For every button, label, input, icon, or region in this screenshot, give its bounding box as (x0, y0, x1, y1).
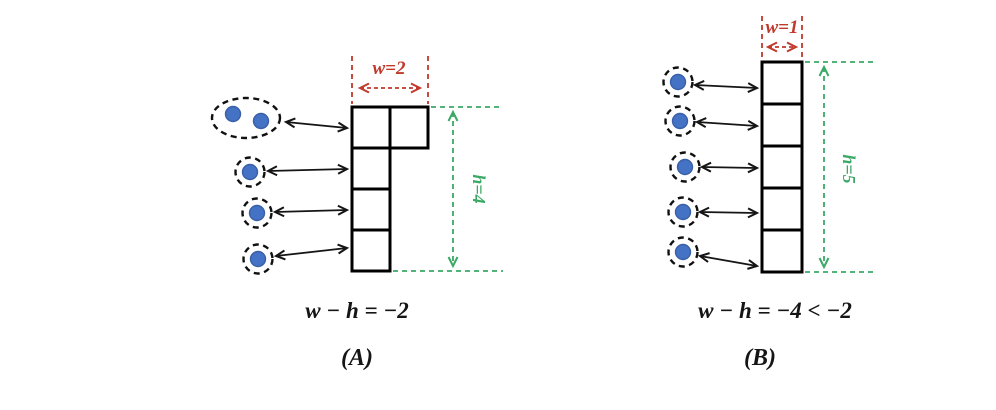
block-cell (760, 144, 804, 190)
mapping-arrow (272, 204, 350, 218)
caption-b: (B) (744, 345, 776, 371)
mapping-arrow (273, 243, 350, 261)
dot-group-circle (667, 196, 699, 228)
width-label-b: w=1 (766, 17, 799, 38)
dot-group (662, 66, 694, 98)
mapping-arrow (697, 206, 760, 219)
mapping-arrow (697, 252, 760, 270)
block-cell (760, 102, 804, 148)
block-cell (350, 105, 392, 150)
mapping-arrow (265, 163, 350, 177)
blue-dot (669, 73, 687, 91)
dot-group (669, 151, 701, 183)
blue-dot (241, 163, 259, 181)
panel-b: w=1 h=5 (662, 16, 876, 371)
dot-group (664, 105, 696, 137)
equation-a: w − h = −2 (305, 298, 409, 323)
dot-group-circle (241, 197, 273, 229)
dot-group (210, 96, 282, 140)
dot-group (234, 156, 266, 188)
mapping-arrow (283, 117, 350, 133)
panel-b-blocks (760, 60, 804, 274)
dot-group-circle (662, 66, 694, 98)
panel-b-dot-groups (662, 66, 701, 268)
dot-group (667, 196, 699, 228)
blue-dot (671, 112, 689, 130)
dot-group-circle (664, 105, 696, 137)
blue-dot (252, 112, 270, 130)
panel-a-width-dimension: w=2 (351, 56, 429, 104)
block-cell (760, 60, 804, 106)
block-cell (350, 146, 392, 191)
caption-a: (A) (341, 345, 373, 371)
blue-dot (248, 204, 266, 222)
width-label-a: w=2 (373, 58, 406, 79)
blue-dot (676, 158, 694, 176)
height-label-a: h=4 (469, 174, 489, 203)
blue-dot (249, 250, 267, 268)
blue-dot (224, 105, 242, 123)
blue-dot (674, 243, 692, 261)
block-cell (760, 186, 804, 232)
dot-group-circle (234, 156, 266, 188)
panel-a-arrows (265, 117, 350, 261)
dot-group (667, 236, 699, 268)
block-cell (350, 228, 392, 273)
panel-b-height-dimension: h=5 (805, 61, 876, 273)
dot-group (241, 197, 273, 229)
mapping-arrow (692, 80, 760, 93)
dot-group-circle (669, 151, 701, 183)
equation-b: w − h = −4 < −2 (698, 298, 852, 323)
height-label-b: h=5 (839, 154, 859, 183)
panel-b-arrows (692, 80, 760, 270)
mapping-arrow (694, 117, 760, 131)
dot-group-circle (667, 236, 699, 268)
dot-group-circle (242, 243, 274, 275)
panel-b-width-dimension: w=1 (761, 16, 803, 59)
block-cell (388, 105, 430, 150)
panel-a: w=2 h=4 (210, 56, 503, 371)
panel-a-blocks (350, 105, 430, 273)
dot-group (242, 243, 274, 275)
panel-a-dot-groups (210, 96, 282, 275)
block-cell (760, 228, 804, 274)
mapping-arrow (699, 161, 760, 174)
block-cell (350, 187, 392, 232)
blue-dot (674, 203, 692, 221)
panel-a-height-dimension: h=4 (393, 106, 503, 272)
dot-group-ellipse (210, 96, 282, 140)
